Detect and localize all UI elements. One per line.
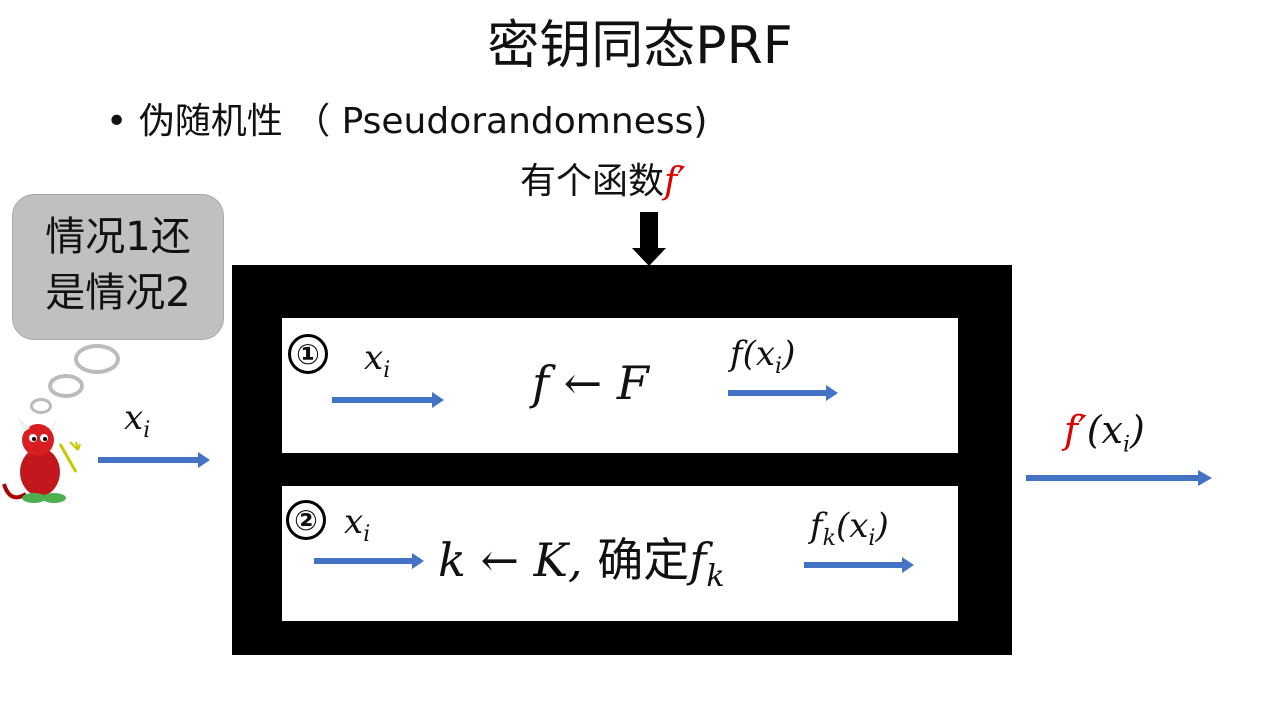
bullet-text: 伪随机性 （ Pseudorandomness) — [138, 101, 708, 142]
case1-output-label: f(xi) — [730, 334, 796, 379]
thought-bubble: 情况1还 是情况2 — [12, 194, 224, 340]
bullet-pseudorandomness: • 伪随机性 （ Pseudorandomness) — [106, 101, 708, 142]
case1-panel — [282, 318, 958, 453]
case2-number: ② — [286, 500, 326, 540]
case1-input-arrow — [332, 392, 444, 408]
slide-title: 密钥同态PRF — [487, 16, 793, 76]
case2-input-label: xi — [344, 502, 371, 547]
given-text: 有个函数 — [520, 161, 665, 202]
adversary-input-label: xi — [124, 398, 151, 443]
case2-output-arrow — [804, 557, 914, 573]
final-output-arrow — [1026, 470, 1212, 486]
case1-number: ① — [288, 334, 328, 374]
case2-output-label: fk(xi) — [810, 506, 889, 551]
thought-puff-large — [74, 344, 120, 374]
adversary-input-arrow — [98, 452, 210, 468]
thought-line-2: 是情况2 — [45, 270, 191, 316]
f-prime-symbol: f′ — [664, 161, 686, 202]
thought-puff-small — [30, 398, 52, 414]
thought-line-1: 情况1还 — [45, 214, 191, 260]
case2-panel — [282, 486, 958, 621]
case2-input-arrow — [314, 553, 424, 569]
case1-output-arrow — [728, 385, 838, 401]
down-arrow — [632, 212, 666, 266]
case1-formula: f ← F — [532, 356, 649, 410]
case1-input-label: xi — [364, 338, 391, 383]
adversary-devil-icon — [2, 417, 81, 503]
case2-formula: k ← K, 确定fk — [438, 533, 725, 595]
thought-puff-medium — [48, 374, 84, 398]
given-function-label: 有个函数f′ — [520, 158, 686, 206]
final-output-label: f′(xi) — [1064, 408, 1145, 458]
